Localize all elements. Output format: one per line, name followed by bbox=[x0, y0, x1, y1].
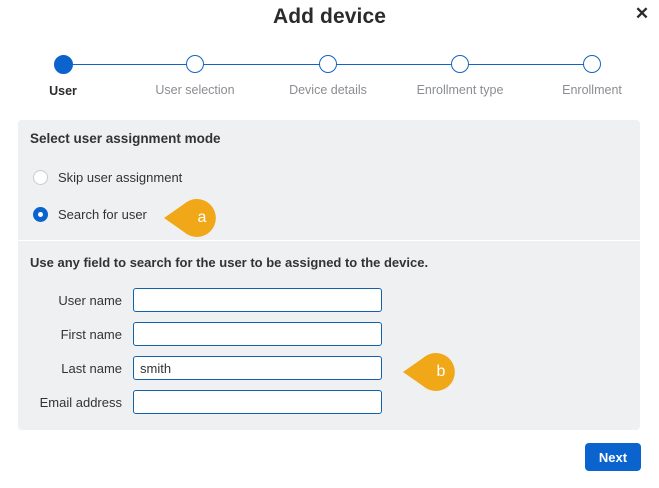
user-assignment-panel: Select user assignment mode Skip user as… bbox=[18, 120, 640, 430]
field-label: User name bbox=[58, 293, 122, 308]
radio-icon-selected bbox=[33, 207, 48, 222]
step-dot-icon bbox=[451, 55, 469, 73]
field-label: First name bbox=[60, 327, 122, 342]
section-divider bbox=[18, 240, 640, 241]
panel-heading: Select user assignment mode bbox=[30, 131, 221, 146]
field-row-email-address: Email address bbox=[18, 390, 640, 424]
radio-label: Search for user bbox=[58, 207, 147, 222]
email-address-input[interactable] bbox=[133, 390, 382, 414]
stepper-step-user-selection[interactable]: User selection bbox=[125, 46, 265, 97]
user-name-input[interactable] bbox=[133, 288, 382, 312]
callout-marker-a: a bbox=[164, 198, 226, 238]
last-name-input[interactable] bbox=[133, 356, 382, 380]
radio-label: Skip user assignment bbox=[58, 170, 183, 185]
callout-label: a bbox=[197, 209, 207, 226]
field-row-first-name: First name bbox=[18, 322, 640, 356]
stepper-step-user[interactable]: User bbox=[0, 46, 133, 98]
stepper-step-enrollment-type[interactable]: Enrollment type bbox=[390, 46, 530, 97]
user-search-form: User name First name Last name Email add… bbox=[18, 288, 640, 424]
stepper-step-enrollment[interactable]: Enrollment bbox=[522, 46, 659, 97]
radio-icon bbox=[33, 170, 48, 185]
panel-subtext: Use any field to search for the user to … bbox=[30, 255, 429, 270]
radio-search-for-user[interactable]: Search for user bbox=[33, 207, 147, 222]
stepper-step-label: User selection bbox=[155, 83, 235, 97]
field-row-user-name: User name bbox=[18, 288, 640, 322]
field-label: Last name bbox=[61, 361, 122, 376]
stepper-step-label: Device details bbox=[289, 83, 367, 97]
close-icon[interactable]: ✕ bbox=[629, 2, 655, 26]
step-dot-icon bbox=[319, 55, 337, 73]
step-dot-icon bbox=[53, 55, 73, 74]
stepper: User User selection Device details Enrol… bbox=[0, 46, 659, 106]
step-dot-icon bbox=[186, 55, 204, 73]
callout-label: b bbox=[436, 363, 446, 380]
first-name-input[interactable] bbox=[133, 322, 382, 346]
field-row-last-name: Last name bbox=[18, 356, 640, 390]
radio-skip-user-assignment[interactable]: Skip user assignment bbox=[33, 170, 182, 185]
step-dot-icon bbox=[583, 55, 601, 73]
callout-marker-b: b bbox=[403, 352, 465, 392]
field-label: Email address bbox=[39, 395, 122, 410]
stepper-step-label: Enrollment type bbox=[416, 83, 504, 97]
page-title: Add device bbox=[272, 5, 387, 28]
stepper-step-label: User bbox=[49, 84, 77, 98]
stepper-step-device-details[interactable]: Device details bbox=[258, 46, 398, 97]
next-button[interactable]: Next bbox=[585, 443, 641, 471]
stepper-step-label: Enrollment bbox=[562, 83, 622, 97]
